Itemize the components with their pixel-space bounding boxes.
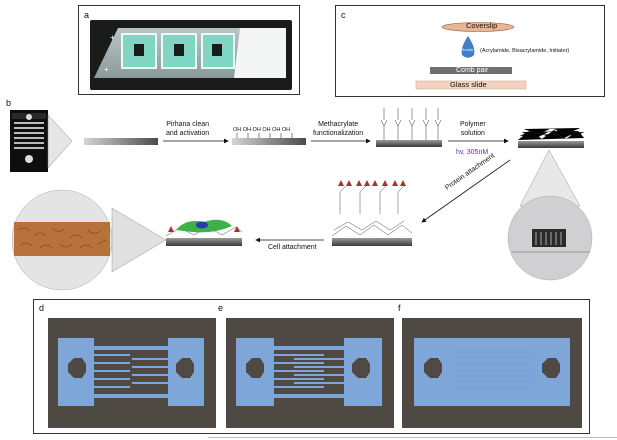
cell-micrograph — [14, 222, 110, 256]
protein-network — [331, 185, 413, 237]
gel-pad-3 — [201, 33, 235, 69]
step5-label: Cell attachment — [268, 244, 317, 251]
cell-proteins — [168, 226, 240, 232]
arrow-step4 — [421, 159, 511, 223]
hole-left-e — [246, 358, 264, 378]
substrate-bare — [84, 138, 158, 145]
cell-nucleus — [196, 221, 208, 229]
glass-slide-layer — [415, 80, 527, 90]
uv-label: hv, 305nM — [456, 149, 489, 156]
comb-d-teeth — [94, 354, 168, 388]
gel-pad-2 — [161, 33, 197, 69]
panel-a-label: a — [84, 10, 90, 20]
panel-d-label: d — [39, 303, 45, 313]
slide-with-gels: + + — [94, 28, 286, 78]
comb-f-lines — [454, 351, 534, 389]
pa-drop — [461, 36, 475, 58]
protein-triangles — [338, 180, 406, 186]
panel-b-label: b — [6, 98, 12, 108]
polymer-network — [517, 127, 585, 141]
panel-c-label: c — [341, 10, 346, 20]
coverslip-label: Coverslip — [466, 21, 498, 30]
substrate-oh — [232, 138, 306, 145]
oh-labels: OH OH OH OH OH OH — [233, 127, 291, 133]
plus-mark: + — [110, 33, 115, 42]
pa-drop-label: PA soln — [460, 47, 474, 52]
glass-slide-label: Glass slide — [450, 80, 487, 89]
substrate-methacrylate — [376, 140, 442, 147]
panel-e-label: e — [218, 303, 224, 313]
device-chip — [512, 229, 590, 253]
panel-f-label: f — [398, 303, 401, 313]
comb-photo — [10, 110, 48, 172]
glass-slide-photo: + + — [90, 20, 292, 90]
hole-left-d — [68, 358, 86, 378]
hole-left-f — [424, 358, 442, 378]
bottom-rule — [208, 437, 617, 438]
hole-right-f — [542, 358, 560, 378]
frosted-end — [234, 28, 286, 78]
step2-label: Methacrylate functionalization — [313, 121, 364, 137]
comb-e-partial — [236, 338, 382, 406]
hole-right-d — [176, 358, 194, 378]
step3-label: Polymer solution — [460, 121, 486, 137]
substrate-protein — [332, 238, 412, 246]
gel-pad-1 — [121, 33, 157, 69]
comb-pair — [430, 67, 512, 74]
comb-d-open — [58, 338, 204, 406]
reagent-list: (Acrylamide, Bisacrylamide, Initiator) — [480, 48, 570, 54]
hole-right-e — [352, 358, 370, 378]
cell-texture — [17, 227, 107, 249]
oh-sticks — [236, 133, 293, 138]
substrate-polymer — [518, 141, 584, 148]
substrate-cells — [166, 238, 242, 246]
comb-pair-label: Comb pair — [456, 67, 489, 74]
methacrylate-chains — [380, 108, 442, 140]
zoom-cone — [47, 114, 73, 169]
comb-e-teeth — [274, 354, 344, 388]
step1-label: Pirhana clean and activation — [166, 121, 210, 137]
plus-mark: + — [104, 65, 109, 74]
coverslip — [441, 22, 515, 32]
